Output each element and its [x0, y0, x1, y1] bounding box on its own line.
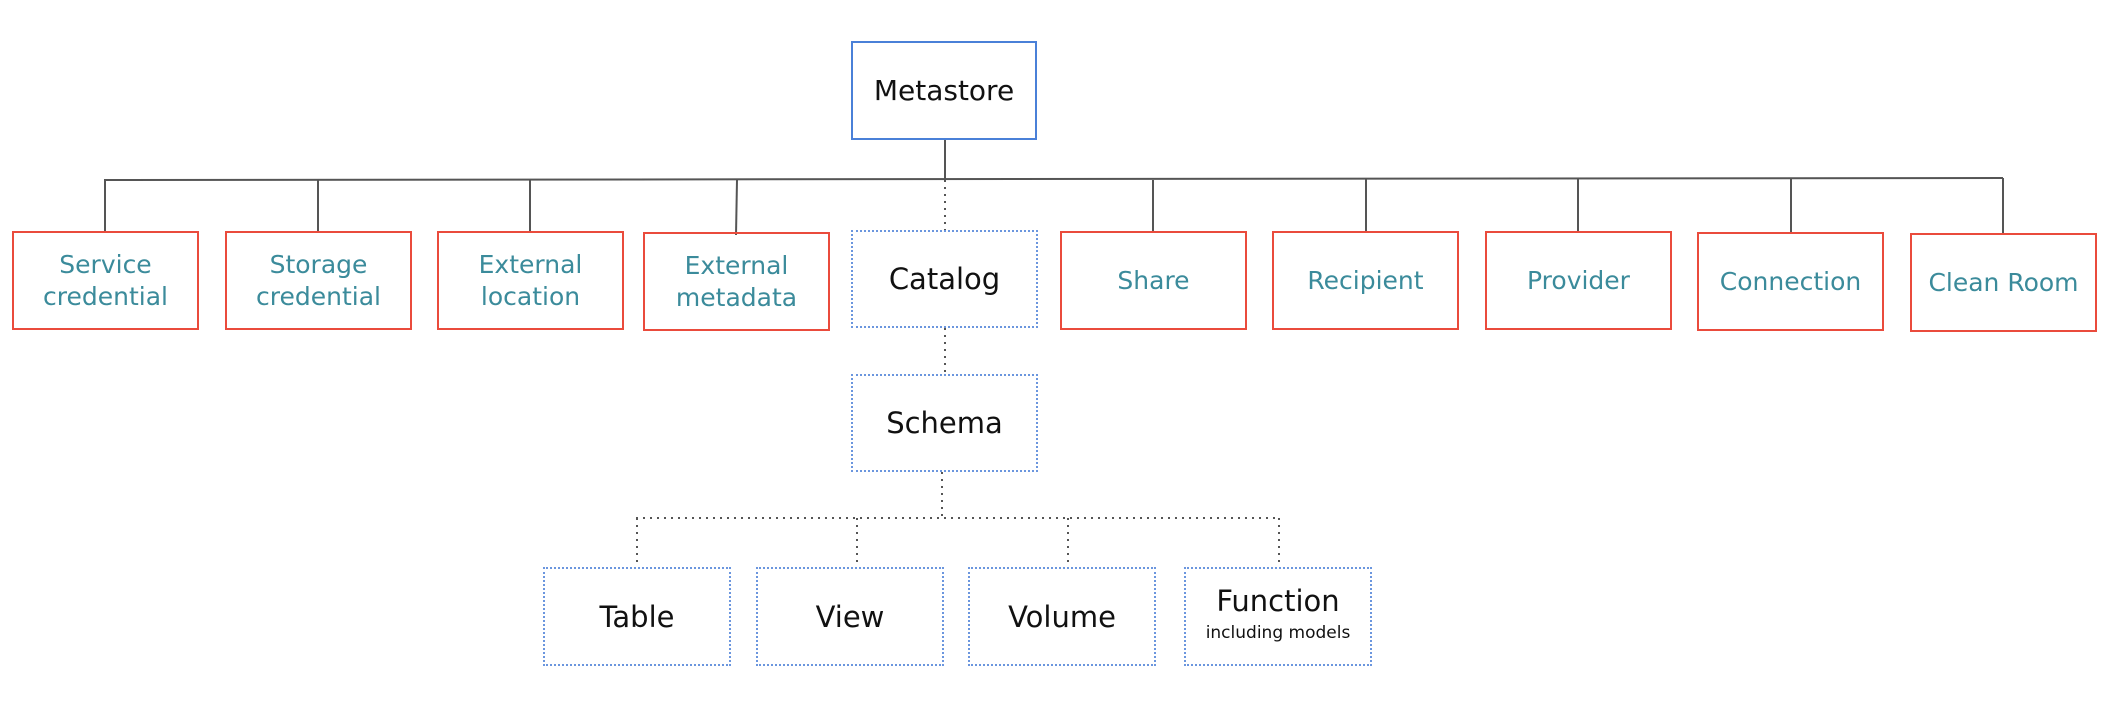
node-view: View — [756, 567, 944, 666]
node-provider-label: Provider — [1527, 265, 1630, 295]
node-schema: Schema — [851, 374, 1038, 472]
connector-external-metadata — [735, 179, 738, 236]
node-catalog: Catalog — [851, 230, 1038, 328]
node-storage-credential-label: Storage credential — [256, 249, 381, 311]
node-volume: Volume — [968, 567, 1156, 666]
node-clean-room-label: Clean Room — [1928, 267, 2079, 297]
node-metastore: Metastore — [851, 41, 1037, 140]
node-table-label: Table — [599, 599, 675, 634]
node-external-location-label: External location — [478, 249, 583, 311]
node-view-label: View — [815, 599, 885, 634]
node-recipient-label: Recipient — [1307, 265, 1424, 295]
node-external-location: External location — [437, 231, 624, 330]
connector-horizontal-bus — [103, 177, 2004, 181]
node-schema-label: Schema — [886, 406, 1003, 440]
node-external-metadata: External metadata — [643, 232, 830, 331]
node-catalog-label: Catalog — [888, 262, 1001, 296]
node-external-metadata-label: External metadata — [675, 250, 798, 312]
node-function-sublabel: including models — [1205, 622, 1351, 643]
node-connection-label: Connection — [1719, 266, 1862, 296]
node-connection: Connection — [1697, 232, 1884, 331]
node-storage-credential: Storage credential — [225, 231, 412, 330]
node-clean-room: Clean Room — [1910, 233, 2097, 332]
node-share: Share — [1060, 231, 1247, 330]
node-share-label: Share — [1117, 265, 1190, 295]
node-service-credential: Service credential — [12, 231, 199, 330]
node-function-label: Function — [1216, 583, 1340, 618]
node-recipient: Recipient — [1272, 231, 1459, 330]
node-table: Table — [543, 567, 731, 666]
node-metastore-label: Metastore — [873, 73, 1015, 107]
node-function: Function including models — [1184, 567, 1372, 666]
node-volume-label: Volume — [1008, 599, 1116, 634]
node-service-credential-label: Service credential — [43, 249, 168, 311]
node-provider: Provider — [1485, 231, 1672, 330]
